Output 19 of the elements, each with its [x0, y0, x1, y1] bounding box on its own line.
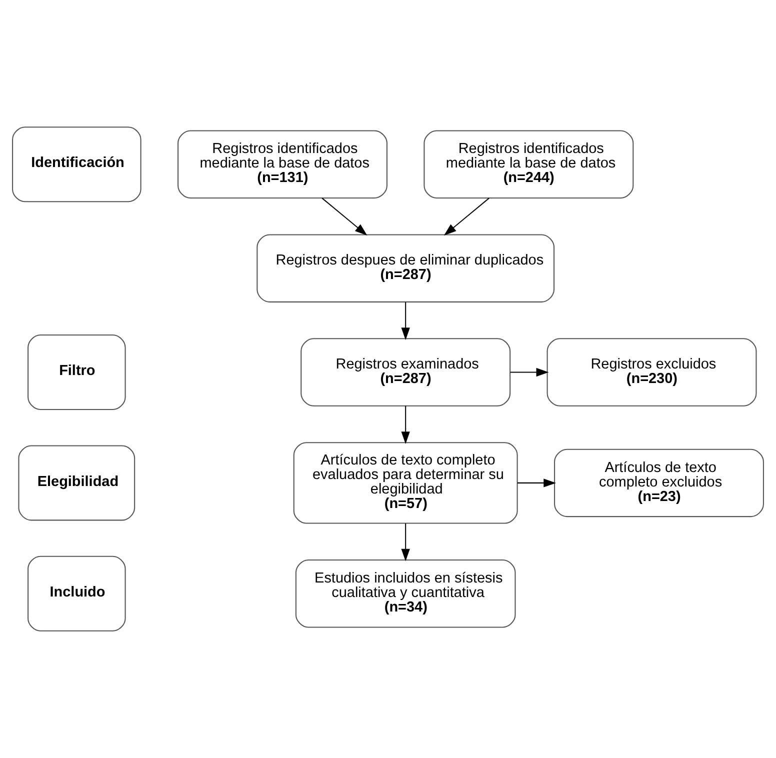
arrow — [401, 302, 410, 340]
node-box: Incluido — [28, 556, 126, 632]
arrow — [444, 198, 490, 236]
arrow — [517, 478, 556, 488]
node-box: Registros identificados mediante la base de datos (n=131) — [178, 130, 388, 198]
node-box: Filtro — [28, 334, 126, 410]
arrow — [322, 198, 368, 236]
node-box: Identificación — [12, 126, 142, 202]
node-box: Registros examinados (n=287) — [300, 338, 511, 406]
node-box: Estudios incluidos en sístesis cualitativa y cuantitativa (n=34) — [295, 560, 516, 628]
arrow — [401, 406, 410, 444]
node-box: Registros excluidos (n=230) — [546, 338, 757, 406]
node-box: Elegibilidad — [18, 445, 136, 521]
node-box: Artículos de texto completo excluidos (n=23) — [554, 448, 764, 518]
arrow — [401, 524, 410, 562]
node-box: Registros identificados mediante la base de datos (n=244) — [424, 130, 634, 198]
node-box: Registros despues de eliminar duplicados (n=287) — [256, 234, 555, 302]
node-box: Artículos de texto completo evaluados para determinar su elegibilidad (n=57) — [293, 442, 518, 524]
arrow — [510, 368, 549, 377]
